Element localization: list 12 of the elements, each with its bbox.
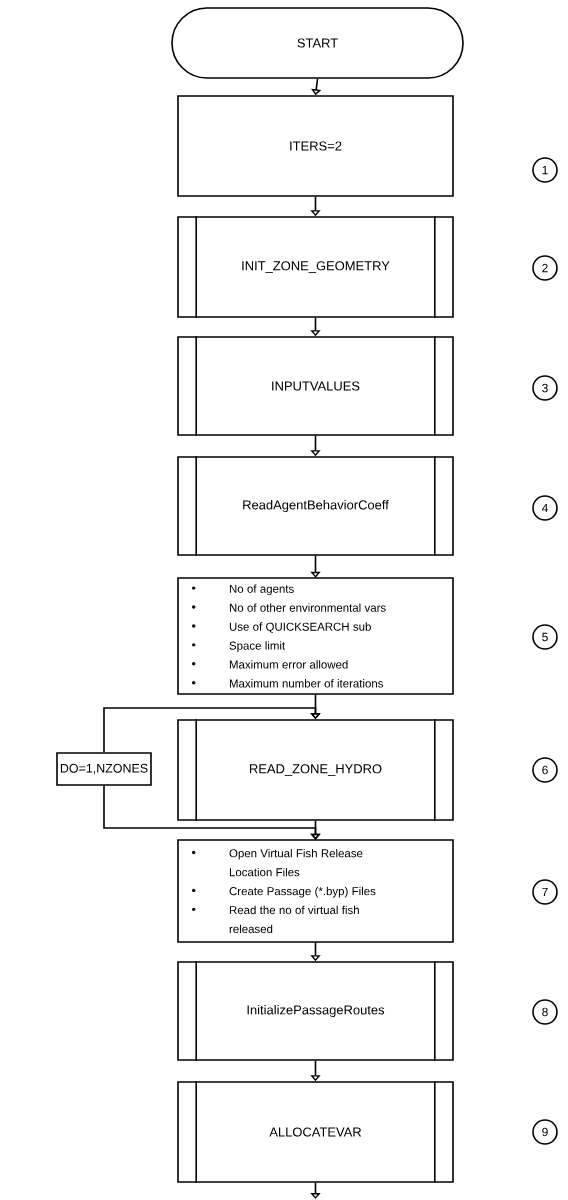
process-box: ITERS=2 [177,95,454,197]
bullet-list-box: No of agents No of other environmental vars Use of QUICKSEARCH sub Space limit Maximum error allowed Maximum number of iterations [177,577,454,695]
arrow [103,707,321,753]
predefined-process-box: ReadAgentBehaviorCoeff [177,455,454,557]
predefined-process-box: ALLOCATEVAR [177,1080,454,1184]
arrow [103,785,321,840]
predefined-process-box: INIT_ZONE_GEOMETRY [177,215,454,319]
process-box: DO=1,NZONES [56,752,152,786]
predefined-process-box: InitializePassageRoutes [177,960,454,1062]
predefined-process-box: READ_ZONE_HYDRO [177,718,454,822]
bullet-list-box: Open Virtual Fish Release Location Files Create Passage (*.byp) Files Read the no of virtual fish released [177,839,454,943]
predefined-process-box: INPUTVALUES [177,335,454,437]
